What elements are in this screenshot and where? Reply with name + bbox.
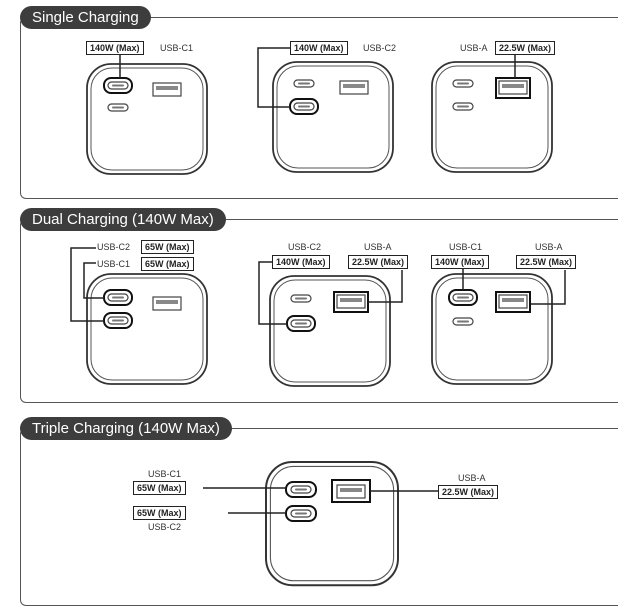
power-label-dual3-c1: 140W (Max) [431,255,489,269]
power-label-single-c2: 140W (Max) [290,41,348,55]
triple-charging-title: Triple Charging (140W Max) [20,417,232,440]
port-label-dual3-c1: USB-C1 [449,242,483,252]
triple-charging-section: Triple Charging (140W Max) [20,417,618,606]
port-label-triple-a: USB-A [458,473,486,483]
port-label-dual1-c2: USB-C2 [97,242,131,252]
power-label-dual3-a: 22.5W (Max) [516,255,577,269]
port-label-single-c1: USB-C1 [160,43,194,53]
power-label-dual2-a: 22.5W (Max) [348,255,409,269]
port-label-triple-c2: USB-C2 [148,522,182,532]
port-label-dual1-c1: USB-C1 [97,259,131,269]
port-label-dual3-a: USB-A [535,242,563,252]
port-label-single-a: USB-A [460,43,488,53]
power-label-triple-c2: 65W (Max) [133,506,186,520]
dual-charging-title: Dual Charging (140W Max) [20,208,226,231]
port-label-dual2-c2: USB-C2 [288,242,322,252]
power-label-triple-c1: 65W (Max) [133,481,186,495]
port-label-single-c2: USB-C2 [363,43,397,53]
power-label-dual1-c2: 65W (Max) [141,240,194,254]
power-label-dual2-c2: 140W (Max) [272,255,330,269]
port-label-dual2-a: USB-A [364,242,392,252]
single-charging-section: Single Charging [20,6,618,199]
power-label-single-c1: 140W (Max) [86,41,144,55]
single-charging-title: Single Charging [20,6,151,29]
port-label-triple-c1: USB-C1 [148,469,182,479]
dual-charging-section: Dual Charging (140W Max) [20,208,618,403]
power-label-single-a: 22.5W (Max) [495,41,556,55]
power-label-dual1-c1: 65W (Max) [141,257,194,271]
power-label-triple-a: 22.5W (Max) [438,485,499,499]
